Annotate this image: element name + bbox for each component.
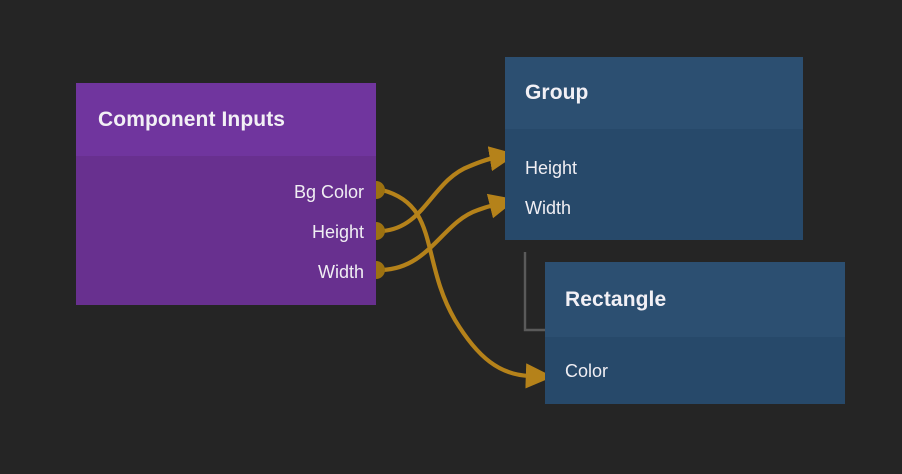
port-row-bg-color[interactable]: Bg Color xyxy=(76,172,376,212)
node-component-inputs-header: Component Inputs xyxy=(76,83,376,156)
port-row-group-height[interactable]: Height xyxy=(505,148,803,188)
port-label-rectangle-color: Color xyxy=(565,361,609,381)
rectangle-group-bracket xyxy=(523,252,545,332)
node-group[interactable]: Group Height Width xyxy=(505,57,803,240)
port-label-group-width: Width xyxy=(525,198,572,218)
node-rectangle-body: Color xyxy=(545,337,845,404)
node-group-header: Group xyxy=(505,57,803,129)
node-group-title: Group xyxy=(525,81,589,104)
node-component-inputs-title: Component Inputs xyxy=(98,107,286,131)
port-row-width-out[interactable]: Width xyxy=(76,252,376,292)
node-group-body: Height Width xyxy=(505,129,803,240)
node-rectangle-title: Rectangle xyxy=(565,287,667,311)
port-label-width-out: Width xyxy=(317,262,364,282)
port-row-group-width[interactable]: Width xyxy=(505,188,803,228)
port-label-bg-color: Bg Color xyxy=(293,182,364,202)
node-component-inputs[interactable]: Component Inputs Bg Color Height Width xyxy=(76,83,376,305)
port-label-height-out: Height xyxy=(311,222,364,242)
node-rectangle-header: Rectangle xyxy=(545,262,845,337)
node-rectangle[interactable]: Rectangle Color xyxy=(545,262,845,404)
edge-width-to-width xyxy=(379,193,517,273)
port-label-group-height: Height xyxy=(525,158,578,178)
node-component-inputs-body: Bg Color Height Width xyxy=(76,156,376,305)
edge-height-to-height xyxy=(379,146,517,234)
port-row-height-out[interactable]: Height xyxy=(76,212,376,252)
port-row-rectangle-color[interactable]: Color xyxy=(545,351,845,391)
